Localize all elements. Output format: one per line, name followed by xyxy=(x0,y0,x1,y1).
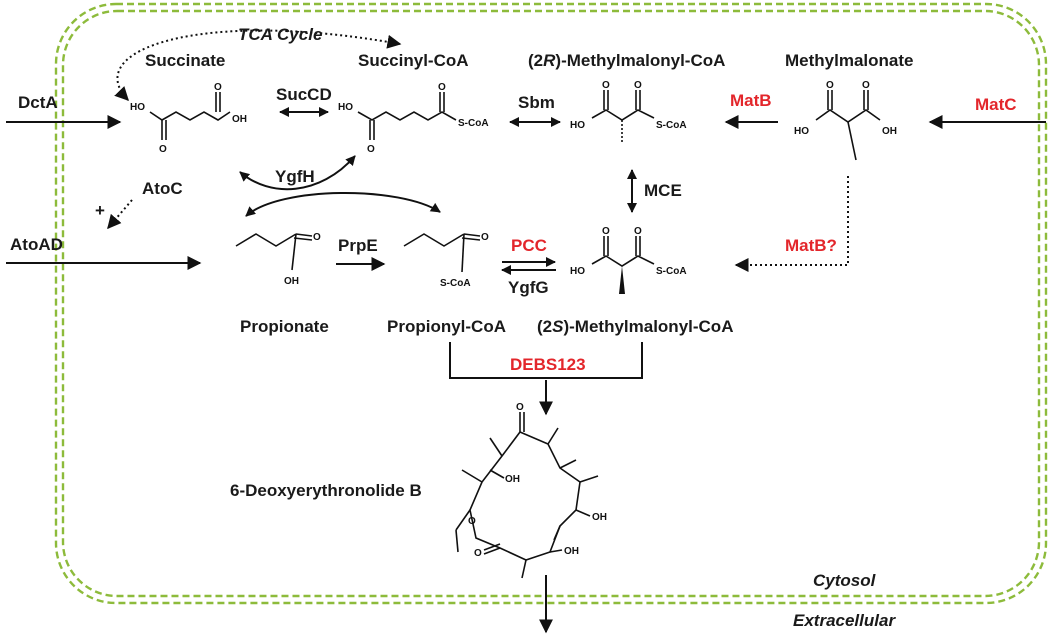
propionyl-o: O xyxy=(481,232,489,243)
enzyme-debs123: DEBS123 xyxy=(510,355,586,374)
propionyl-coa-label: Propionyl-CoA xyxy=(387,317,506,336)
propionate-structure: O OH xyxy=(235,232,321,287)
mma-o2: O xyxy=(862,80,870,91)
cell-membrane xyxy=(54,2,1048,605)
propionate-o: O xyxy=(313,232,321,243)
enzyme-dcta: DctA xyxy=(18,93,58,112)
debl-o2: O xyxy=(468,516,476,527)
product-label: 6-Deoxyerythronolide B xyxy=(230,481,422,500)
deoxyerythronolide-structure: O OH OH OH O O xyxy=(455,402,607,579)
mm2r-scoa: S-CoA xyxy=(656,120,687,131)
activation-sign: + xyxy=(95,201,105,220)
mma-o1: O xyxy=(826,80,834,91)
succinate-o1: O xyxy=(159,144,167,155)
debl-oh3: OH xyxy=(564,546,579,557)
mm2s-ho: HO xyxy=(570,266,585,277)
cytosol-label: Cytosol xyxy=(813,571,877,590)
succinyl-coa-structure: HO O O S-CoA xyxy=(338,82,489,155)
succinyl-ho: HO xyxy=(338,102,353,113)
mm2r-ho: HO xyxy=(570,120,585,131)
succinate-structure: HO O O OH xyxy=(130,82,247,155)
methylmalonate-structure: HO O O OH xyxy=(794,80,897,161)
succinyl-scoa: S-CoA xyxy=(458,118,489,129)
succinyl-o1: O xyxy=(367,144,375,155)
enzyme-succd: SucCD xyxy=(276,85,332,104)
succinate-o2: O xyxy=(214,82,222,93)
propionyl-coa-structure: O S-CoA xyxy=(403,232,489,289)
propionate-label: Propionate xyxy=(240,317,329,336)
enzyme-ygfg: YgfG xyxy=(508,278,549,297)
mm2r-o2: O xyxy=(634,80,642,91)
succinyl-o2: O xyxy=(438,82,446,93)
debs-bracket xyxy=(449,342,643,379)
enzyme-prpe: PrpE xyxy=(338,236,378,255)
mma-oh: OH xyxy=(882,126,897,137)
methylmalonate-label: Methylmalonate xyxy=(785,51,913,70)
mm2s-o2: O xyxy=(634,226,642,237)
mm2r-o1: O xyxy=(602,80,610,91)
enzyme-matc: MatC xyxy=(975,95,1017,114)
succinate-label: Succinate xyxy=(145,51,225,70)
atoc-activation-arrow xyxy=(107,199,133,230)
methylmalonyl-2r-structure: HO O O S-CoA xyxy=(570,80,687,142)
enzyme-ygfh: YgfH xyxy=(275,167,315,186)
mm2s-scoa: S-CoA xyxy=(656,266,687,277)
succinate-oh: OH xyxy=(232,114,247,125)
enzyme-atoc: AtoC xyxy=(142,179,183,198)
debl-o3: O xyxy=(474,548,482,559)
debl-oh2: OH xyxy=(592,512,607,523)
succinyl-coa-label: Succinyl-CoA xyxy=(358,51,469,70)
methylmalonyl-2r-label: (2R)-Methylmalonyl-CoA xyxy=(528,51,725,70)
succinate-ho: HO xyxy=(130,102,145,113)
propionate-oh: OH xyxy=(284,276,299,287)
debl-o1: O xyxy=(516,402,524,413)
methylmalonyl-2s-structure: HO O O S-CoA xyxy=(570,226,687,294)
methylmalonyl-2s-label: (2S)-Methylmalonyl-CoA xyxy=(537,317,733,336)
enzyme-atoad: AtoAD xyxy=(10,235,63,254)
enzyme-matb-q: MatB? xyxy=(785,236,837,255)
mma-ho: HO xyxy=(794,126,809,137)
propionyl-scoa: S-CoA xyxy=(440,278,471,289)
enzyme-matb: MatB xyxy=(730,91,772,110)
enzyme-mce: MCE xyxy=(644,181,682,200)
ygfh-lower-arrow xyxy=(245,191,441,217)
mm2s-o1: O xyxy=(602,226,610,237)
enzyme-sbm: Sbm xyxy=(518,93,555,112)
extracellular-label: Extracellular xyxy=(793,611,896,630)
debl-oh1: OH xyxy=(505,474,520,485)
enzyme-pcc: PCC xyxy=(511,236,547,255)
tca-cycle-label: TCA Cycle xyxy=(238,25,322,44)
ygfh-arrow xyxy=(239,155,356,191)
